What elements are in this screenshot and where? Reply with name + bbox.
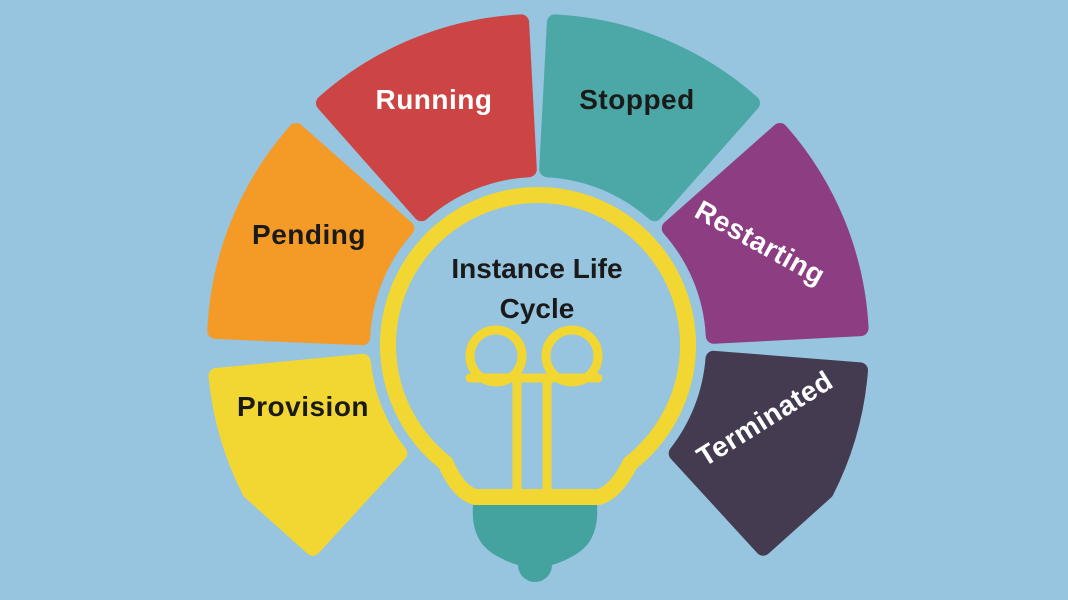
- bulb-filament: [465, 325, 603, 499]
- diagram-title: Instance Life Cycle: [451, 253, 623, 324]
- segment-terminated: [668, 350, 868, 556]
- segments-group: [207, 14, 869, 556]
- lightbulb-icon: [380, 187, 696, 582]
- segment-label-pending: Pending: [252, 219, 366, 250]
- segment-label-provision: Provision: [236, 391, 370, 422]
- segment-stopped: [539, 14, 760, 222]
- segment-label-running: Running: [375, 84, 493, 115]
- segment-running: [316, 14, 537, 222]
- segment-pending: [207, 123, 415, 346]
- segment-restarting: [661, 123, 869, 344]
- segment-label-stopped: Stopped: [579, 84, 695, 115]
- bulb-base: [472, 505, 598, 582]
- segment-provision: [208, 353, 408, 556]
- bulb-outline: [380, 187, 696, 505]
